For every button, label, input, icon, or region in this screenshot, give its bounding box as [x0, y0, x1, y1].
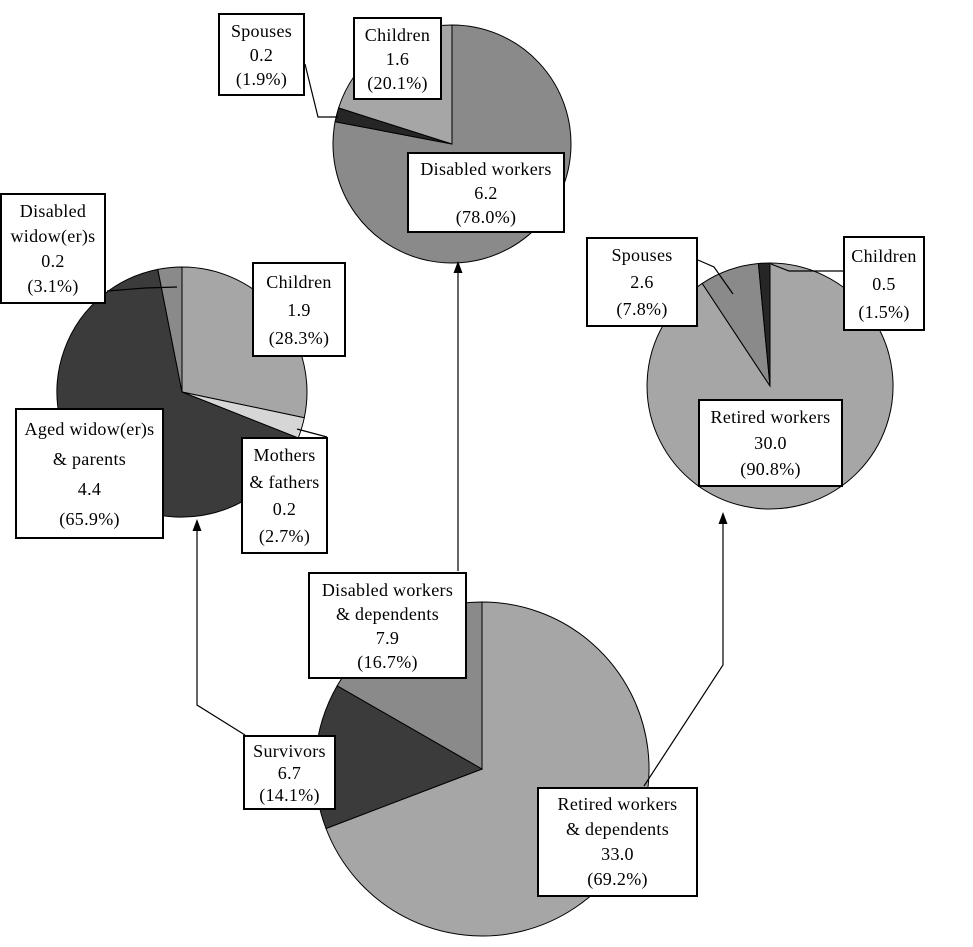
mothers-fathers-leader-line — [296, 428, 328, 438]
disabled-widowers-leader-line — [106, 286, 178, 292]
children-right-leader-line — [770, 263, 843, 272]
retired-to-retired-pie-arrow-head-icon — [718, 512, 728, 524]
spouses-top-leader-line — [304, 63, 338, 118]
retired-to-retired-pie-arrow-line — [643, 514, 724, 787]
pie-slice-retired-worker-families-children — [757, 262, 771, 387]
pie-slice-survivor-families-disabled-widow-er-s — [157, 266, 183, 393]
survivors-to-survivor-pie-arrow-line — [196, 521, 246, 736]
pie-slice-survivor-families-children — [181, 266, 308, 419]
survivors-to-survivor-pie-arrow-head-icon — [192, 519, 202, 531]
spouses-right-leader-line — [697, 259, 734, 295]
disabled-to-disabled-pie-arrow-head-icon — [453, 261, 463, 273]
